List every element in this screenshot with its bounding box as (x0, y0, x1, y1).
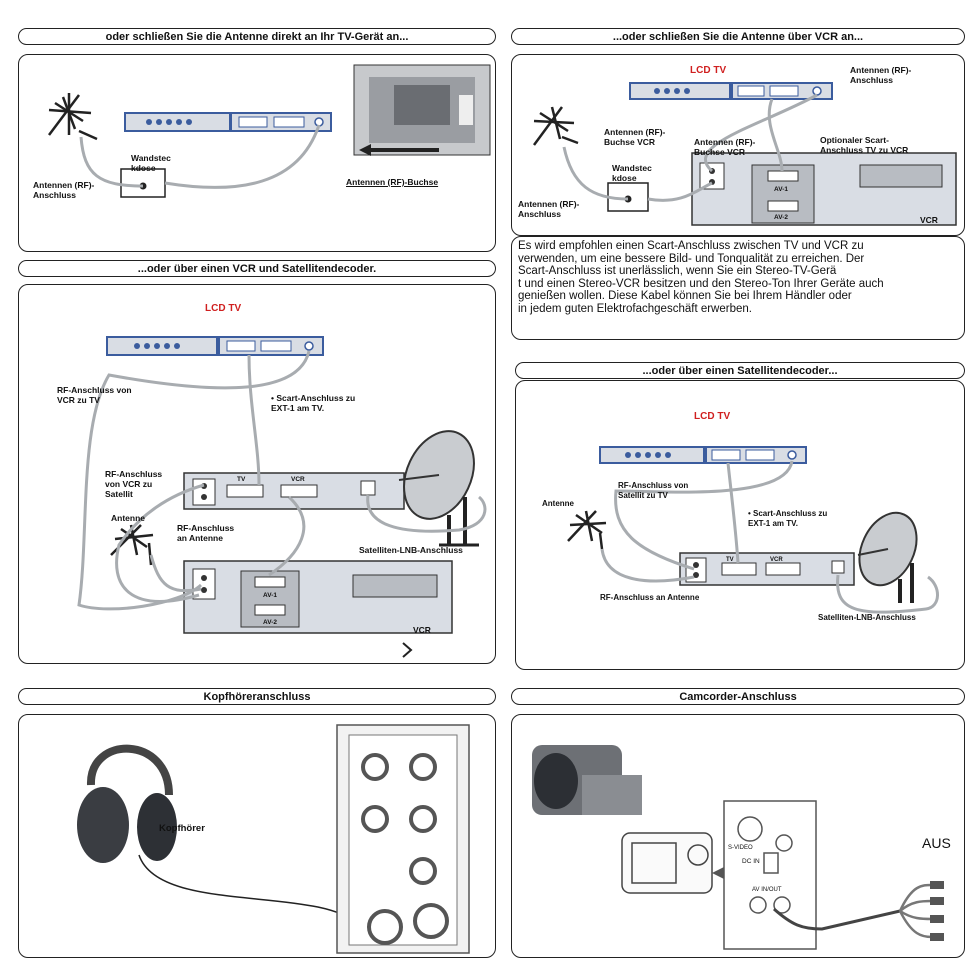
label-wall-socket: Wandstec kdose (612, 163, 652, 183)
section-title-antenna-vcr: ...oder schließen Sie die Antenne über V… (511, 28, 965, 45)
label-av2: AV-2 (263, 619, 277, 626)
panel-camcorder: AUS S-VIDEO DC IN AV IN/OUT (511, 714, 965, 958)
tv-back-strip (599, 446, 807, 464)
label-rf-sat-to-tv: RF-Anschluss von Satellit zu TV (618, 481, 689, 500)
satellite-receiver (679, 552, 855, 586)
tv-back-strip (124, 112, 332, 132)
tv-back-strip (629, 82, 833, 100)
note-line: verwenden, um eine bessere Bild- und Ton… (518, 252, 865, 265)
label-rf-connection-wall: Antennen (RF)- Anschluss (518, 199, 580, 219)
note-line: Es wird empfohlen einen Scart-Anschluss … (518, 240, 864, 252)
vcr-device (183, 560, 453, 634)
note-line: in jedem guten Elektrofachgeschäft erwer… (518, 302, 752, 315)
label-rf-connection: Antennen (RF)- Anschluss (33, 180, 95, 200)
cables (600, 460, 939, 614)
satellite-dish-icon (857, 511, 918, 603)
antenna-icon (567, 510, 607, 550)
section-title-headphones: Kopfhöreranschluss (18, 688, 496, 705)
label-s-video: S-VIDEO (728, 845, 753, 851)
label-tv-port: TV (237, 476, 246, 483)
camcorder-outline-icon (621, 832, 713, 894)
note-line: Scart-Anschluss ist unerlässlich, wenn S… (518, 265, 837, 277)
diagram-headphones (77, 724, 470, 954)
tv-side-panel (723, 800, 817, 950)
label-headphones: Kopfhörer (159, 823, 205, 834)
label-rf-connection-tv: Antennen (RF)- Anschluss (850, 65, 912, 85)
label-optional-scart: Optionaler Scart- Anschluss TV zu VCR (820, 135, 909, 155)
label-vcr-port: VCR (291, 476, 305, 483)
label-antenna: Antenne (111, 513, 145, 523)
label-lcd-tv: LCD TV (694, 411, 731, 422)
label-vcr-port: VCR (770, 557, 783, 563)
label-scart-ext1: • Scart-Anschluss zu EXT-1 am TV. (271, 393, 356, 413)
label-rf-to-antenna: RF-Anschluss an Antenne (600, 593, 700, 602)
label-av1: AV-1 (774, 186, 788, 193)
tv-rear-image (353, 64, 491, 156)
label-tv-port: TV (726, 557, 734, 563)
diagram-antenna-vcr (532, 82, 957, 226)
section-title-vcr-satellite: ...oder über einen VCR und Satellitendec… (18, 260, 496, 277)
camcorder-icon (532, 745, 642, 815)
label-lnb: Satelliten-LNB-Anschluss (359, 545, 463, 555)
label-rf-socket-vcr-left: Antennen (RF)- Buchse VCR (604, 127, 666, 147)
label-rf-socket: Antennen (RF)-Buchse (346, 177, 439, 187)
diagram-vcr-satellite (77, 336, 487, 658)
label-av2: AV-2 (774, 214, 788, 221)
section-title-antenna-direct: oder schließen Sie die Antenne direkt an… (18, 28, 496, 45)
tv-back-strip (106, 336, 324, 356)
label-rf-socket-vcr-mid: Antennen (RF)- Buchse VCR (694, 137, 756, 157)
panel-antenna-vcr: LCD TV Antennen (RF)- Anschluss Antennen… (511, 54, 965, 236)
section-title-camcorder: Camcorder-Anschluss (511, 688, 965, 705)
note-line: t und einen Stereo-VCR besitzen und den … (518, 277, 884, 290)
panel-satellite-decoder: LCD TV RF-Anschluss von Satellit zu TV A… (515, 380, 965, 670)
label-av-in-out: AV IN/OUT (752, 887, 782, 893)
antenna-icon (532, 106, 579, 146)
label-dc-in: DC IN (742, 858, 760, 865)
panel-headphones: Kopfhörer (18, 714, 496, 958)
section-title-satellite-decoder: ...oder über einen Satellitendecoder... (515, 362, 965, 379)
label-vcr: VCR (413, 625, 431, 635)
label-scart-ext1: • Scart-Anschluss zu EXT-1 am TV. (748, 509, 828, 528)
diagram-camcorder (532, 745, 944, 950)
label-lcd-tv: LCD TV (690, 65, 727, 76)
label-antenna: Antenne (542, 499, 574, 508)
vcr-device (691, 152, 957, 226)
diagram-antenna-direct (48, 64, 491, 198)
headphones-icon (77, 744, 177, 863)
label-aus: AUS (922, 835, 951, 851)
label-rf-to-antenna: RF-Anschluss an Antenne (177, 523, 235, 543)
antenna-icon (48, 93, 98, 141)
label-av1: AV-1 (263, 592, 277, 599)
av-cable-plugs (898, 883, 933, 939)
label-rf-vcr-to-sat: RF-Anschluss von VCR zu Satellit (105, 469, 163, 499)
note-line: genießen wollen. Diese Kabel können Sie … (518, 290, 852, 302)
satellite-dish-icon (398, 430, 479, 547)
label-lnb: Satelliten-LNB-Anschluss (818, 613, 916, 622)
tv-side-panel (336, 724, 470, 954)
label-vcr: VCR (920, 215, 938, 225)
note-scart-recommendation: Es wird empfohlen einen Scart-Anschluss … (511, 236, 965, 340)
label-rf-vcr-to-tv: RF-Anschluss von VCR zu TV (57, 385, 132, 405)
cables (77, 350, 487, 611)
label-lcd-tv: LCD TV (205, 303, 242, 314)
label-wall-socket: Wandstec kdose (131, 153, 171, 173)
panel-antenna-direct: Wandstec kdose Antennen (RF)- Anschluss … (18, 54, 496, 252)
diagram-satellite-decoder (567, 446, 939, 614)
panel-vcr-satellite: LCD TV RF-Anschluss von VCR zu TV • Scar… (18, 284, 496, 664)
